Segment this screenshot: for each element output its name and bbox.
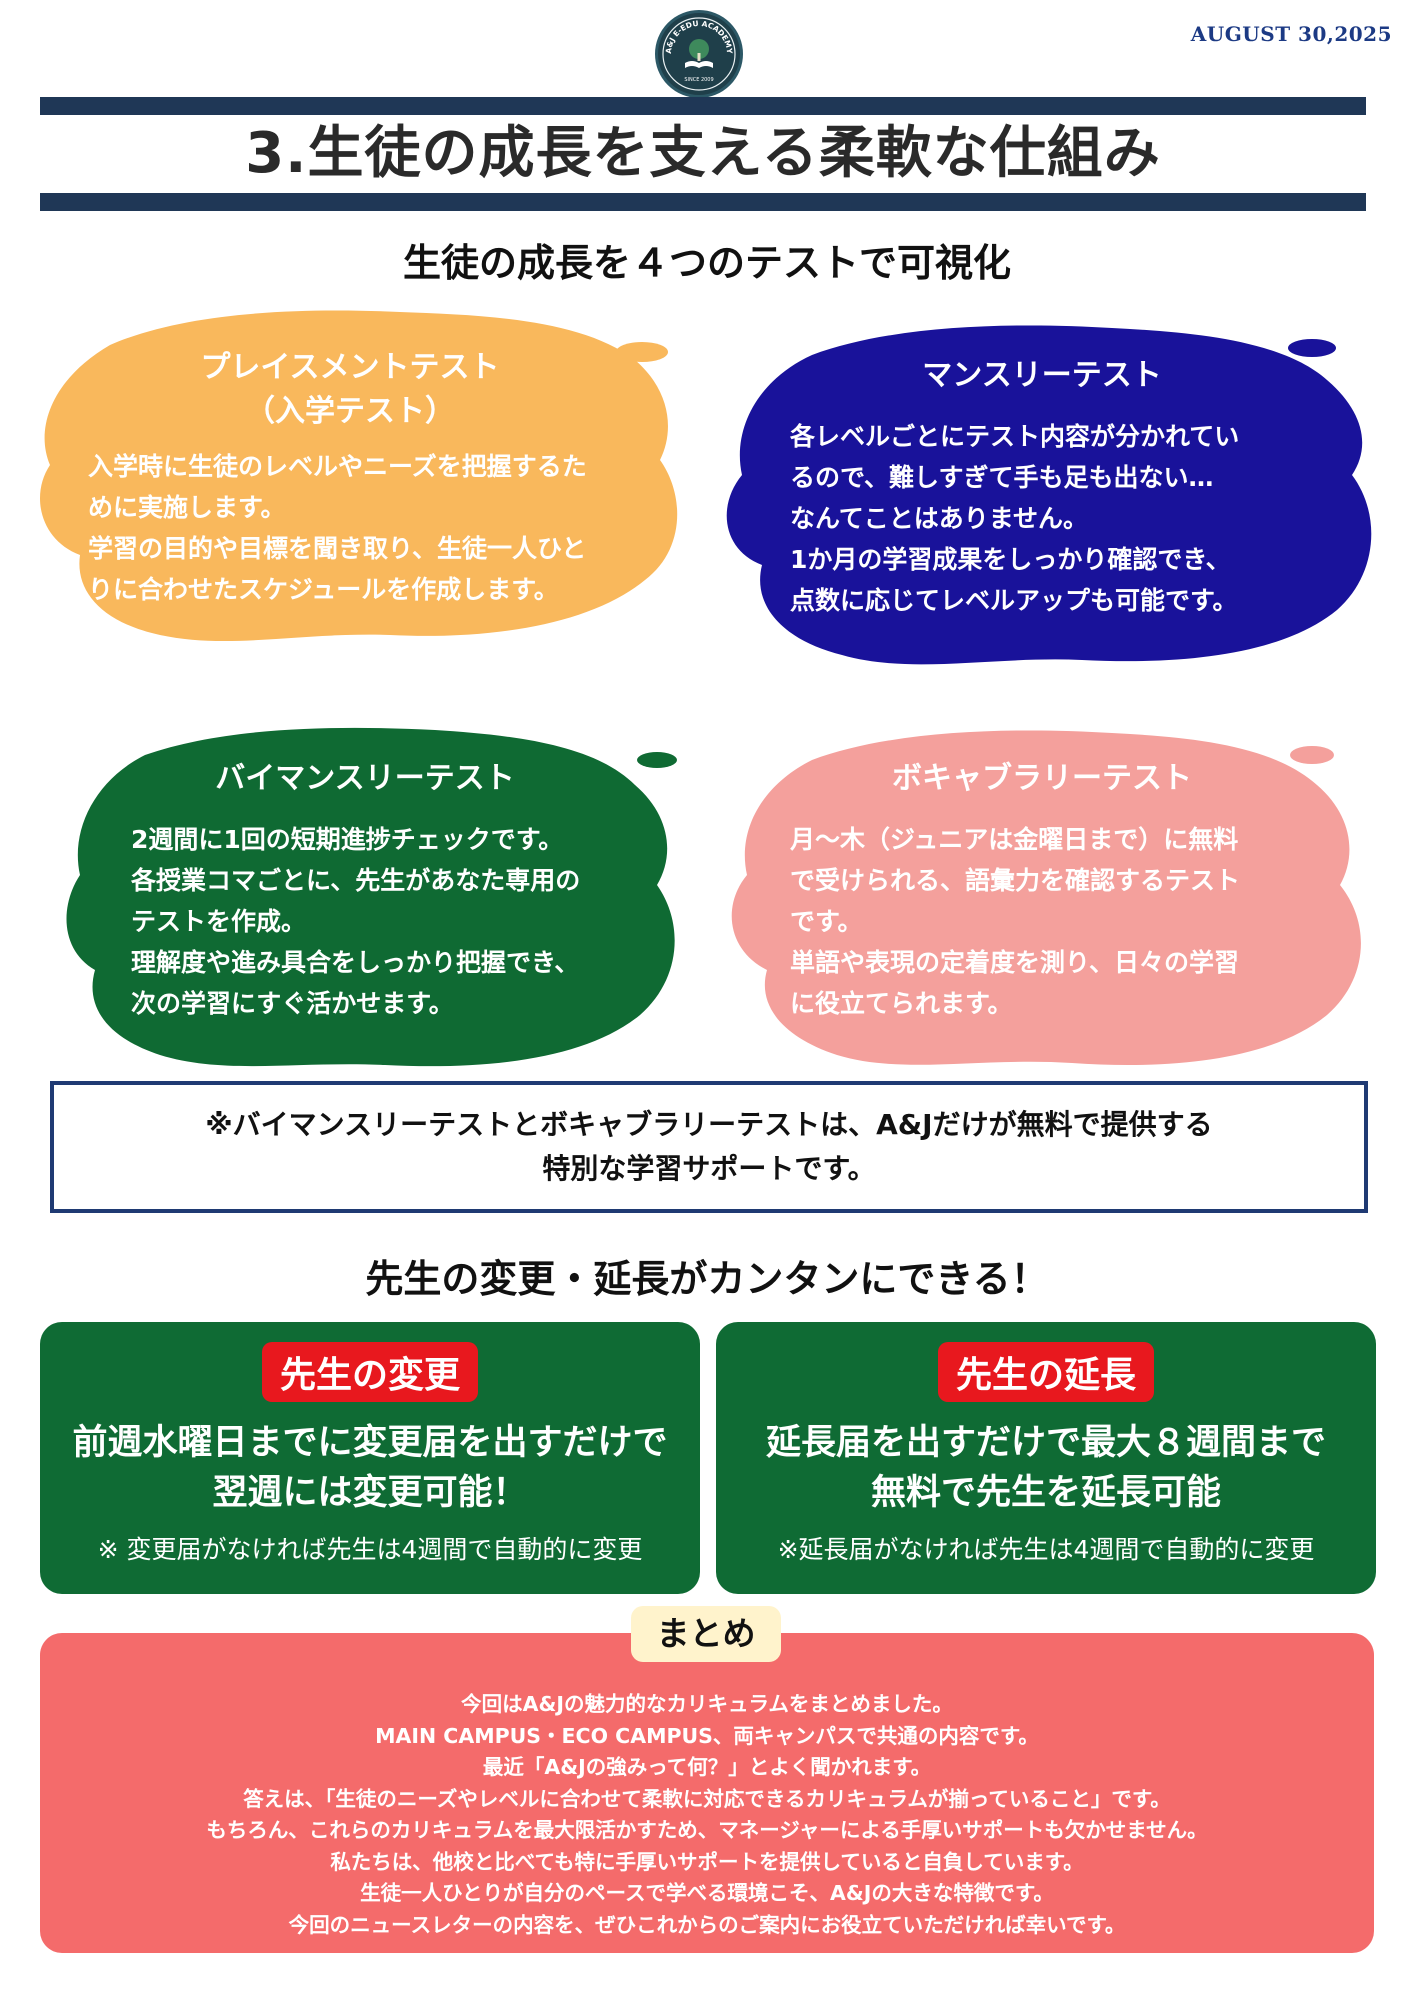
summary-line: 今回はA&Jの魅力的なカリキュラムをまとめました。 <box>461 1692 953 1716</box>
placement-test-card: プレイスメントテスト （入学テスト） 入学時に生徒のレベルやニーズを把握するた … <box>20 290 680 670</box>
blob-shape <box>726 325 1372 665</box>
placement-test-title: プレイスメントテスト （入学テスト） <box>200 350 500 429</box>
issue-date: AUGUST 30,2025 <box>1190 22 1392 46</box>
teacher-extension-tag: 先生の延長 <box>937 1342 1155 1402</box>
vocabulary-test-card: ボキャブラリーテスト 月～木（ジュニアは金曜日まで）に無料 で受けられる、語彙力… <box>712 715 1372 1095</box>
summary-line: 今回のニュースレターの内容を、ぜひこれからのご案内にお役立ていただければ幸いです… <box>288 1912 1126 1937</box>
placement-test-text: 入学時に生徒のレベルやニーズを把握するた めに実施します。 学習の目的や目標を聞… <box>88 452 587 604</box>
bimonthly-test-card: バイマンスリーテスト 2週間に1回の短期進捗チェックです。 各授業コマごとに、先… <box>35 715 695 1095</box>
summary-line: 答えは、「生徒のニーズやレベルに合わせて柔軟に対応できるカリキュラムが揃っている… <box>243 1786 1171 1811</box>
page-title: 3.生徒の成長を支える柔軟な仕組み <box>245 121 1161 186</box>
academy-logo: A&J E-EDU ACADEMY SINCE 2009 <box>655 10 743 98</box>
summary-line: 最近「A&Jの強みって何？」とよく聞かれます。 <box>482 1755 932 1779</box>
blob-shape <box>731 730 1361 1066</box>
vocabulary-test-text: 月～木（ジュニアは金曜日まで）に無料 で受けられる、語彙力を確認するテスト です… <box>790 825 1241 1018</box>
summary-box: 今回はA&Jの魅力的なカリキュラムをまとめました。 MAIN CAMPUS・EC… <box>40 1633 1374 1953</box>
teacher-change-tag: 先生の変更 <box>261 1342 479 1402</box>
monthly-test-card: マンスリーテスト 各レベルごとにテスト内容が分かれてい るので、難しすぎて手も足… <box>712 310 1372 690</box>
monthly-test-text: 各レベルごとにテスト内容が分かれてい るので、難しすぎて手も足も出ない… なんて… <box>790 422 1240 615</box>
tests-heading: 生徒の成長を４つのテストで可視化 <box>402 241 1011 285</box>
free-tests-note: ※バイマンスリーテストとボキャブラリーテストは、A&Jだけが無料で提供する 特別… <box>50 1081 1368 1213</box>
summary-line: もちろん、これらのカリキュラムを最大限活かすため、マネージャーによる手厚いサポー… <box>206 1818 1208 1842</box>
title-rule-bottom <box>40 193 1366 211</box>
bimonthly-test-title: バイマンスリーテスト <box>215 761 515 796</box>
summary-line: 私たちは、他校と比べても特に手厚いサポートを提供していると自負しています。 <box>330 1849 1084 1874</box>
teacher-change-main: 前週水曜日までに変更届を出すだけで 翌週には変更可能！ <box>72 1423 668 1513</box>
logo-since: SINCE 2009 <box>684 77 713 83</box>
summary-line: 生徒一人ひとりが自分のペースで学べる環境こそ、A&Jの大きな特徴です。 <box>360 1881 1054 1905</box>
title-rule-top <box>40 97 1366 115</box>
teacher-change-card: 先生の変更 前週水曜日までに変更届を出すだけで 翌週には変更可能！ ※ 変更届が… <box>40 1322 700 1594</box>
blob-shape <box>66 727 677 1067</box>
blob-shape <box>40 310 678 642</box>
teacher-change-note: ※ 変更届がなければ先生は4週間で自動的に変更 <box>97 1535 643 1564</box>
vocabulary-test-title: ボキャブラリーテスト <box>892 761 1192 796</box>
teacher-extension-card: 先生の延長 延長届を出すだけで最大８週間まで 無料で先生を延長可能 ※延長届がな… <box>716 1322 1376 1594</box>
teacher-extension-note: ※延長届がなければ先生は4週間で自動的に変更 <box>777 1535 1315 1564</box>
summary-tag: まとめ <box>631 1606 781 1662</box>
monthly-test-title: マンスリーテスト <box>922 358 1162 393</box>
summary-line: MAIN CAMPUS・ECO CAMPUS、両キャンパスで共通の内容です。 <box>375 1723 1039 1748</box>
teacher-heading: 先生の変更・延長がカンタンにできる！ <box>365 1257 1049 1301</box>
bimonthly-test-text: 2週間に1回の短期進捗チェックです。 各授業コマごとに、先生があなた専用の テス… <box>131 825 581 1018</box>
summary-text: 今回はA&Jの魅力的なカリキュラムをまとめました。 MAIN CAMPUS・EC… <box>40 1689 1374 1941</box>
teacher-extension-main: 延長届を出すだけで最大８週間まで 無料で先生を延長可能 <box>765 1423 1326 1513</box>
